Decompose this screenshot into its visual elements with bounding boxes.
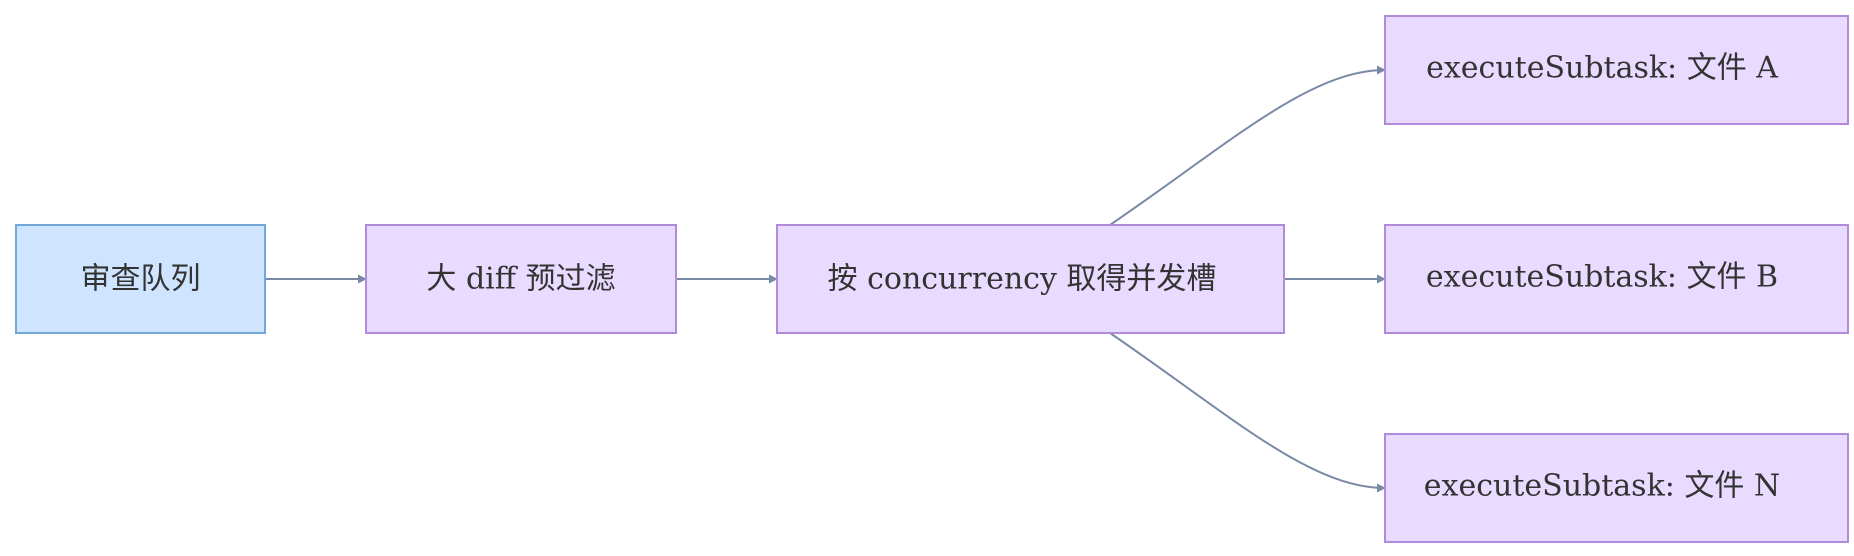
node-label: executeSubtask: 文件 A	[1426, 51, 1778, 86]
node-subtask-file-a: executeSubtask: 文件 A	[1384, 15, 1849, 125]
edge-slots-to-subtask-a	[1109, 65, 1386, 226]
node-subtask-file-b: executeSubtask: 文件 B	[1384, 224, 1849, 334]
node-label: executeSubtask: 文件 B	[1426, 260, 1778, 295]
node-large-diff-prefilter: 大 diff 预过滤	[365, 224, 677, 334]
node-review-queue: 审查队列	[15, 224, 266, 334]
node-acquire-concurrency-slot: 按 concurrency 取得并发槽	[776, 224, 1285, 334]
node-label: 按 concurrency 取得并发槽	[828, 262, 1217, 297]
node-subtask-file-n: executeSubtask: 文件 N	[1384, 433, 1849, 543]
node-box	[15, 224, 266, 334]
node-box	[1384, 433, 1849, 543]
node-label: 审查队列	[81, 262, 201, 297]
node-box	[1384, 15, 1849, 125]
edges	[265, 65, 1386, 493]
node-box	[365, 224, 677, 334]
node-label: 大 diff 预过滤	[426, 262, 615, 297]
node-label: executeSubtask: 文件 N	[1424, 469, 1780, 504]
node-box	[776, 224, 1285, 334]
edge-slots-to-subtask-n	[1109, 332, 1386, 493]
node-box	[1384, 224, 1849, 334]
